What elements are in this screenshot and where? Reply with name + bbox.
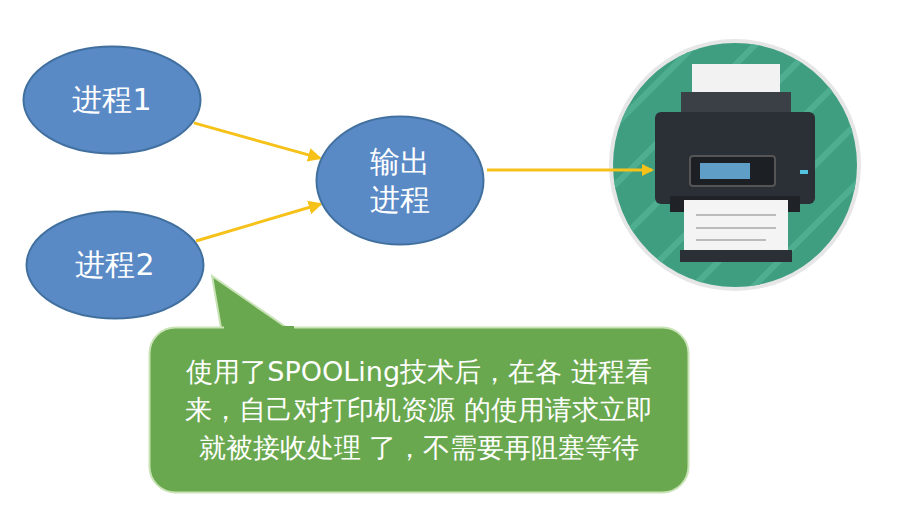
- ellipse-outline: [315, 115, 485, 246]
- output-arrow: [487, 169, 652, 172]
- callout-seam: [224, 326, 294, 330]
- text-holder: 进程2: [75, 246, 154, 284]
- printer-ground: [613, 43, 857, 287]
- output-process-ellipse: 输出 进程: [315, 115, 485, 246]
- callout-tail: [212, 276, 296, 334]
- process-ellipse: 进程1: [22, 45, 202, 155]
- callout-text: 使用了SPOOLing技术后，在各 进程看来，自己对打印机资源 的使用请求立即就…: [148, 353, 690, 467]
- callout-box: 使用了SPOOLing技术后，在各 进程看来，自己对打印机资源 的使用请求立即就…: [148, 326, 690, 494]
- flow-arrow: [194, 123, 320, 158]
- flow-arrow: [196, 204, 321, 241]
- ellipse-fill: [317, 117, 484, 245]
- text-holder: 使用了SPOOLing技术后，在各 进程看来，自己对打印机资源 的使用请求立即就…: [148, 353, 690, 467]
- process-label: 进程2: [75, 246, 154, 284]
- text-holder: 进程1: [72, 81, 151, 119]
- text-holder: 输出 进程: [360, 143, 440, 219]
- ellipse-fill: [24, 47, 201, 154]
- printer-ring: [609, 39, 861, 291]
- ellipse-fill: [27, 212, 204, 319]
- process-label: 进程1: [72, 81, 151, 119]
- printer-icon: [655, 64, 815, 262]
- process-label: 输出 进程: [360, 143, 440, 219]
- process-ellipse: 进程2: [25, 210, 205, 320]
